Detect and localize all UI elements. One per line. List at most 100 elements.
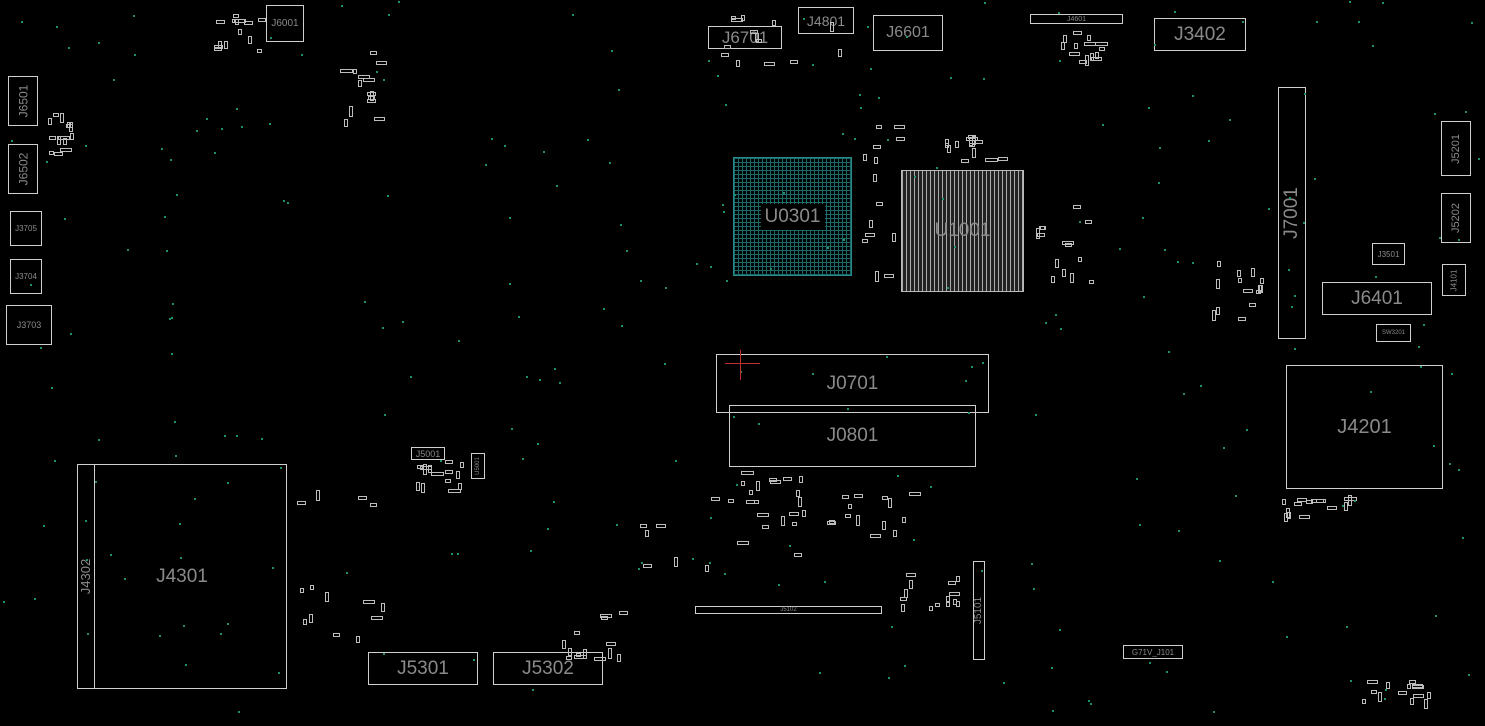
smd-pad bbox=[617, 653, 622, 662]
smd-pad bbox=[837, 48, 842, 57]
component-u0301[interactable]: U0301 bbox=[733, 157, 852, 276]
via bbox=[983, 78, 986, 81]
smd-pad bbox=[798, 497, 803, 508]
via bbox=[364, 301, 367, 304]
via bbox=[1438, 236, 1441, 239]
component-j5301[interactable]: J5301 bbox=[368, 652, 478, 685]
via bbox=[282, 200, 285, 203]
component-label: J5302 bbox=[522, 657, 574, 679]
component-j3501[interactable]: J3501 bbox=[1372, 243, 1405, 265]
via bbox=[64, 217, 67, 220]
via bbox=[615, 523, 618, 526]
component-j5202[interactable]: J5202 bbox=[1441, 193, 1471, 243]
via bbox=[1241, 21, 1244, 24]
smd-pad bbox=[224, 41, 229, 49]
smd-pad bbox=[763, 61, 775, 66]
component-sw3201[interactable]: SW3201 bbox=[1376, 324, 1411, 342]
smd-pad bbox=[1088, 279, 1094, 284]
component-j4302[interactable]: J4302 bbox=[77, 464, 95, 689]
component-j7001[interactable]: J7001 bbox=[1278, 87, 1306, 339]
via bbox=[878, 97, 881, 100]
via bbox=[941, 198, 944, 201]
via bbox=[240, 126, 243, 129]
smd-pad bbox=[52, 113, 60, 118]
component-j4801[interactable]: J4801 bbox=[798, 7, 854, 34]
component-j3705[interactable]: J3705 bbox=[10, 211, 42, 246]
via bbox=[1087, 700, 1090, 703]
via bbox=[1477, 158, 1480, 161]
component-j4601[interactable]: J4601 bbox=[1030, 14, 1123, 24]
component-j4301[interactable]: J4301 bbox=[77, 464, 287, 689]
smd-pad bbox=[1236, 270, 1241, 277]
smd-pad bbox=[1260, 277, 1265, 284]
via bbox=[1032, 587, 1035, 590]
smd-pad bbox=[1411, 684, 1423, 689]
via bbox=[109, 553, 112, 556]
smd-pad bbox=[1040, 226, 1047, 231]
via bbox=[708, 59, 711, 62]
component-j6501[interactable]: J6501 bbox=[8, 76, 38, 126]
component-j6601[interactable]: J6601 bbox=[873, 15, 943, 51]
component-u5001[interactable]: U5001 bbox=[471, 453, 485, 479]
component-j6401[interactable]: J6401 bbox=[1322, 282, 1432, 315]
via bbox=[518, 315, 521, 318]
component-j6001[interactable]: J6001 bbox=[266, 5, 304, 42]
smd-pad bbox=[960, 159, 969, 164]
component-j4201[interactable]: J4201 bbox=[1286, 365, 1443, 489]
via bbox=[43, 525, 46, 528]
smd-pad bbox=[363, 77, 376, 82]
smd-pad bbox=[1362, 698, 1367, 704]
component-j3704[interactable]: J3704 bbox=[10, 259, 42, 294]
component-j5201[interactable]: J5201 bbox=[1441, 121, 1471, 176]
via bbox=[1354, 500, 1357, 503]
via bbox=[97, 41, 100, 44]
smd-pad bbox=[888, 497, 893, 509]
smd-pad bbox=[873, 173, 878, 183]
via bbox=[1089, 703, 1092, 706]
via bbox=[1313, 178, 1316, 181]
component-j5001[interactable]: J5001 bbox=[411, 447, 445, 460]
smd-pad bbox=[233, 19, 246, 24]
via bbox=[220, 632, 223, 635]
via bbox=[757, 423, 760, 426]
smd-pad bbox=[872, 145, 881, 150]
component-g71v_j101[interactable]: G71V_J101 bbox=[1123, 645, 1183, 659]
via bbox=[221, 128, 224, 131]
smd-pad bbox=[368, 95, 375, 100]
component-j3703[interactable]: J3703 bbox=[6, 305, 52, 345]
component-j5101[interactable]: J5101 bbox=[973, 561, 985, 660]
smd-pad bbox=[892, 530, 897, 537]
smd-pad bbox=[754, 32, 759, 42]
smd-pad bbox=[310, 585, 315, 591]
component-u1001[interactable]: U1001 bbox=[901, 170, 1024, 292]
component-j5102[interactable]: J5102 bbox=[695, 606, 882, 614]
via bbox=[546, 527, 549, 530]
smd-pad bbox=[891, 233, 896, 242]
via bbox=[402, 320, 405, 323]
component-j3402[interactable]: J3402 bbox=[1154, 18, 1246, 51]
smd-pad bbox=[971, 148, 976, 158]
component-label: G71V_J101 bbox=[1131, 647, 1175, 657]
via bbox=[34, 598, 37, 601]
component-j6701[interactable]: J6701 bbox=[708, 26, 782, 49]
via bbox=[1294, 347, 1297, 350]
smd-pad bbox=[1242, 289, 1253, 294]
smd-pad bbox=[357, 79, 362, 87]
component-j0701[interactable]: J0701 bbox=[716, 354, 989, 413]
via bbox=[165, 250, 168, 253]
smd-pad bbox=[1316, 498, 1327, 503]
component-j6502[interactable]: J6502 bbox=[8, 144, 38, 194]
via bbox=[236, 107, 239, 110]
via bbox=[67, 47, 70, 50]
smd-pad bbox=[974, 140, 984, 145]
via bbox=[175, 454, 178, 457]
via bbox=[1349, 0, 1352, 3]
component-j5302[interactable]: J5302 bbox=[493, 652, 603, 685]
crosshair-marker bbox=[740, 350, 741, 380]
component-j4101[interactable]: J4101 bbox=[1442, 264, 1466, 296]
via bbox=[1458, 469, 1461, 472]
component-j0801[interactable]: J0801 bbox=[729, 405, 976, 467]
smd-pad bbox=[721, 52, 730, 57]
smd-pad bbox=[1062, 269, 1067, 277]
